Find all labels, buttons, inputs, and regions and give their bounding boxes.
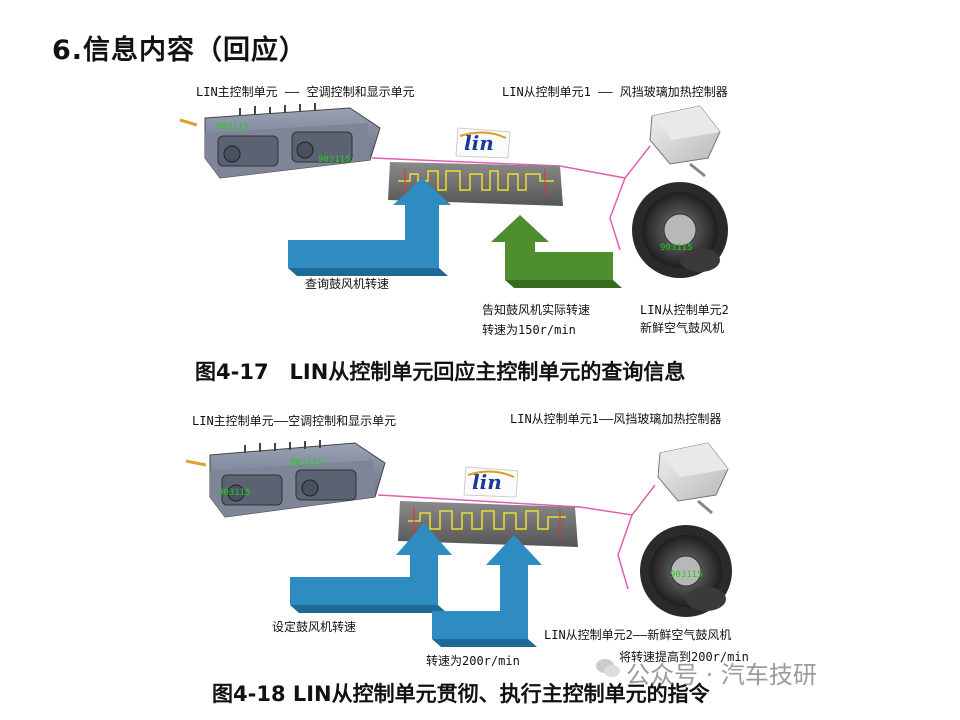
master-unit-label-2: LIN主控制单元——空调控制和显示单元 [192,414,397,428]
lin-logo-text-2: lin [472,470,502,494]
lin-logo-1: lin [455,127,511,159]
master-unit-label-1: LIN主控制单元 —— 空调控制和显示单元 [196,85,415,99]
signal-strip-2 [398,501,578,547]
part-code-1b: 903115 [318,155,351,165]
section-heading: 6.信息内容（回应） [52,35,308,66]
heater-controller-image-1 [649,105,721,178]
speed-label-2: 转速为200r/min [426,654,520,668]
slave2-label-2: LIN从控制单元2——新鲜空气鼓风机 [544,628,732,642]
ac-control-unit-image: 903115 903115 [179,103,381,179]
heater-controller-image-2 [657,442,729,515]
part-code-2c: 903115 [670,570,703,580]
lin-diagram-1: 903115 903115 lin [179,103,728,288]
set-speed-arrow [290,523,452,613]
report-label: 告知鼓风机实际转速 [482,303,591,317]
lin-bus-line-1 [371,145,651,251]
ac-control-unit-image-2: 903115 903115 [185,440,386,518]
blower-fan-image-2: 903115 [640,525,732,617]
lin-logo-text-1: lin [464,131,494,155]
blower-fan-image-1: 903115 [632,182,728,278]
lin-diagram-2: 903115 903115 lin [185,440,732,647]
slave2-label-line2: 新鲜空气鼓风机 [640,321,725,335]
query-label: 查询鼓风机转速 [305,277,390,291]
report-arrow [491,215,622,288]
figure-4-17: 903115 903115 lin [0,78,960,348]
part-code-2a: 903115 [290,458,323,468]
lin-bus-line-2 [377,484,656,590]
slave2-label-line1: LIN从控制单元2 [640,303,729,317]
execute-arrow [432,535,542,647]
caption-fig-4-17: 图4-17 LIN从控制单元回应主控制单元的查询信息 [195,360,686,384]
part-code-1a: 903115 [216,122,249,132]
lin-logo-2: lin [463,466,519,498]
raise-speed-label: 将转速提高到200r/min [619,650,749,664]
part-code-2b: 903115 [218,488,251,498]
wechat-icon [596,659,620,677]
slave1-label-2: LIN从控制单元1——风挡玻璃加热控制器 [510,412,722,426]
speed-label-1: 转速为150r/min [482,323,576,337]
figure-4-18: 903115 903115 lin [0,405,960,670]
query-arrow [288,178,451,276]
part-code-1c: 903115 [660,243,693,253]
slave1-label-1: LIN从控制单元1 —— 风挡玻璃加热控制器 [502,85,728,99]
watermark: 公众号 · 汽车技研 [626,661,817,689]
set-speed-label: 设定鼓风机转速 [272,620,357,634]
caption-fig-4-18: 图4-18 LIN从控制单元贯彻、执行主控制单元的指令 [212,682,710,706]
